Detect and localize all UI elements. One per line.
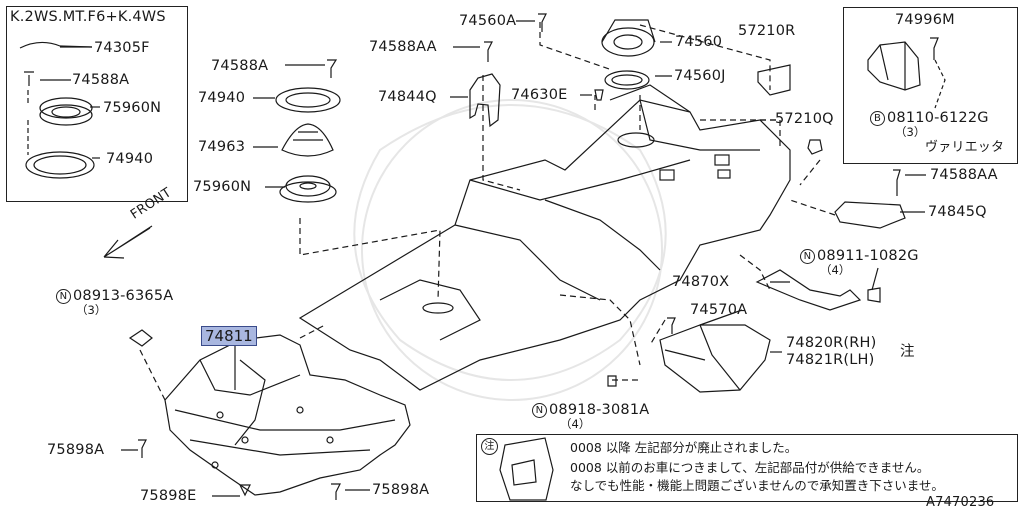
- part-number-08911: 08911-1082G: [817, 248, 919, 264]
- watermark-emblem: [353, 99, 667, 401]
- note-box: [476, 434, 1018, 502]
- part-label-75898E[interactable]: 75898E: [140, 488, 197, 504]
- part-label-74570A[interactable]: 74570A: [690, 302, 748, 318]
- part-label-74870X[interactable]: 74870X: [672, 274, 730, 290]
- part-label-75898A-left[interactable]: 75898A: [47, 442, 105, 458]
- part-number-08918: 08918-3081A: [549, 402, 650, 418]
- part-label-74560[interactable]: 74560: [675, 34, 723, 50]
- note-mark-label: 注: [900, 344, 915, 360]
- nut-circle-n-icon: N: [800, 249, 815, 264]
- part-label-74845Q[interactable]: 74845Q: [928, 204, 987, 220]
- part-label-74940-inset[interactable]: 74940: [106, 151, 154, 167]
- nut-circle-n-icon: N: [532, 403, 547, 418]
- part-label-74305F[interactable]: 74305F: [94, 40, 150, 56]
- part-label-74588A[interactable]: 74588A: [211, 58, 269, 74]
- part-label-74820R[interactable]: 74820R(RH): [786, 335, 877, 351]
- part-label-74588A-inset[interactable]: 74588A: [72, 72, 130, 88]
- part-label-57210Q[interactable]: 57210Q: [775, 111, 834, 127]
- inset-box-manual: [6, 6, 188, 202]
- part-label-74588AA-right[interactable]: 74588AA: [930, 167, 998, 183]
- variety-label: ヴァリエッタ: [925, 140, 1005, 155]
- part-number-08110: 08110-6122G: [887, 110, 989, 126]
- part-label-57210R[interactable]: 57210R: [738, 23, 796, 39]
- bolt-circle-b-icon: B: [870, 111, 885, 126]
- floor-panel: [298, 99, 791, 391]
- part-label-74811-highlighted[interactable]: 74811: [201, 326, 257, 346]
- part-label-74844Q[interactable]: 74844Q: [378, 89, 437, 105]
- under-cover: [164, 334, 411, 496]
- qty-08918: （4）: [560, 417, 591, 431]
- part-label-74630E[interactable]: 74630E: [511, 87, 568, 103]
- qty-08110: （3）: [895, 125, 926, 139]
- qty-08911: （4）: [820, 263, 851, 277]
- note-line-3: なしでも性能・機能上問題ございませんので承知置き下さいませ。: [570, 478, 944, 493]
- part-label-74963[interactable]: 74963: [198, 139, 246, 155]
- part-label-74821R[interactable]: 74821R(LH): [786, 352, 875, 368]
- part-label-74560J[interactable]: 74560J: [674, 68, 726, 84]
- nut-circle-n-icon: N: [56, 289, 71, 304]
- note-line-2: 0008 以前のお車につきまして、左記部品付が供給できません。: [570, 460, 930, 475]
- diagram-ref-code: A7470236: [926, 495, 995, 510]
- part-label-74996M[interactable]: 74996M: [895, 12, 955, 28]
- part-label-74560A[interactable]: 74560A: [459, 13, 517, 29]
- note-line-1: 0008 以降 左記部分が廃止されました。: [570, 440, 798, 455]
- part-label-74588AA-top[interactable]: 74588AA: [369, 39, 437, 55]
- part-label-75898A-bottom[interactable]: 75898A: [372, 482, 430, 498]
- part-label-74940[interactable]: 74940: [198, 90, 246, 106]
- part-label-75960N[interactable]: 75960N: [193, 179, 252, 195]
- part-number-08913: 08913-6365A: [73, 288, 174, 304]
- qty-08913: （3）: [76, 303, 107, 317]
- part-label-75960N-inset[interactable]: 75960N: [103, 100, 162, 116]
- note-circle-icon: 注: [481, 438, 498, 455]
- inset-title: K.2WS.MT.F6+K.4WS: [10, 9, 166, 25]
- inset-box-variety: [843, 7, 1018, 164]
